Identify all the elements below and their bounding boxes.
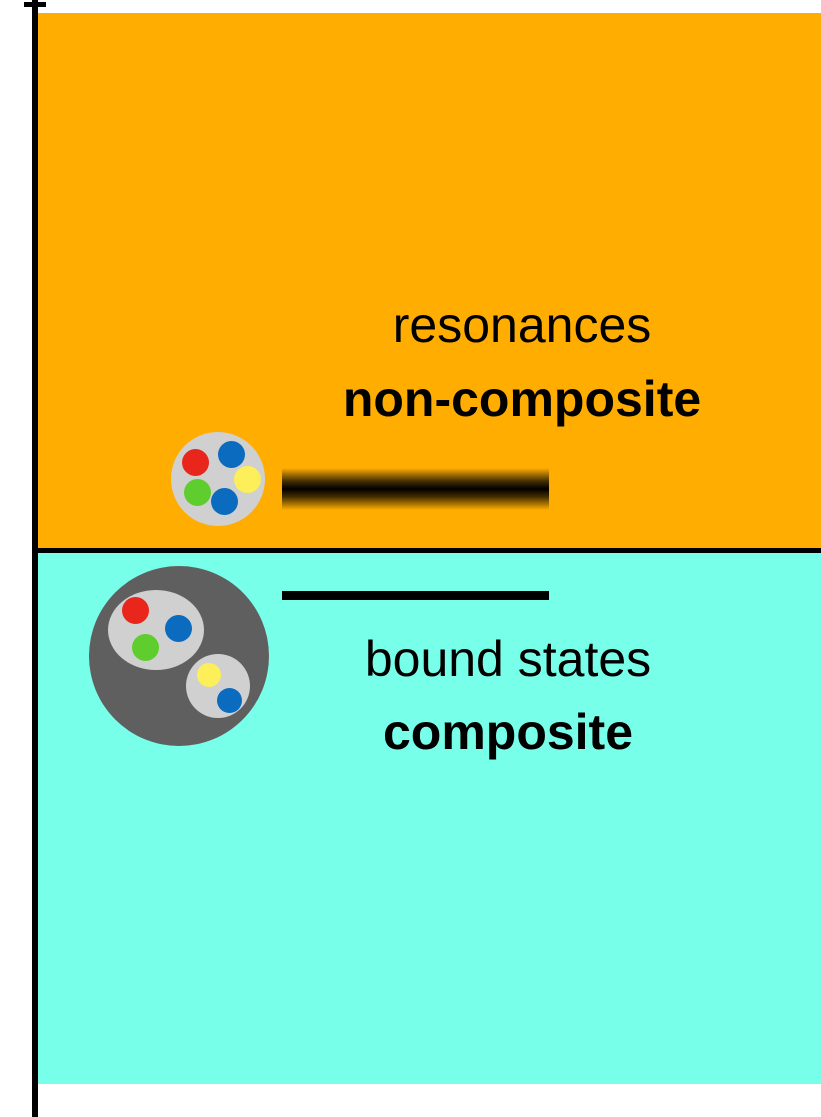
energy-axis — [32, 0, 38, 1117]
bound-state-energy-level — [282, 591, 549, 600]
yellow-quark — [197, 663, 221, 687]
blue-quark — [211, 488, 238, 515]
resonance-energy-level — [282, 468, 549, 510]
blue-quark — [217, 688, 242, 713]
threshold-line — [38, 548, 821, 553]
yellow-quark — [234, 466, 261, 493]
bound-states-label: bound states — [364, 631, 652, 687]
composite-label: composite — [382, 704, 634, 760]
green-quark — [132, 634, 159, 661]
non-composite-label: non-composite — [342, 371, 702, 427]
blue-quark — [165, 615, 192, 642]
red-quark — [122, 597, 149, 624]
energy-axis-cap — [24, 2, 46, 7]
resonances-label: resonances — [392, 297, 652, 353]
resonance-region — [38, 13, 821, 548]
red-quark — [182, 449, 209, 476]
blue-quark — [218, 441, 245, 468]
green-quark — [184, 479, 211, 506]
meson-cluster — [186, 654, 250, 718]
